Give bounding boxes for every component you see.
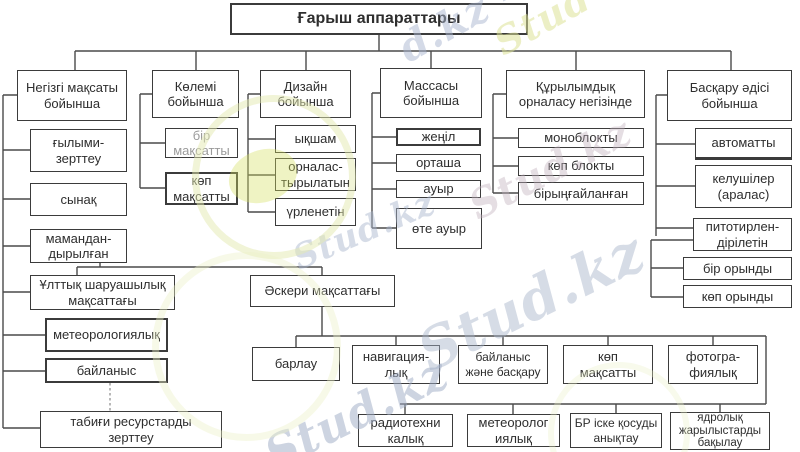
node-test: сынақ [30, 183, 127, 216]
title-box: Ғарыш аппараттары [230, 3, 528, 35]
node-visited: келушілер (аралас) [695, 165, 792, 208]
category-main-purpose: Негізгі мақсаты бойынша [17, 70, 127, 121]
category-mass: Массасы бойынша [380, 68, 482, 118]
node-nuclear-monitoring: ядролық жарылыстарды бақылау [670, 412, 770, 450]
node-single-purpose: бір мақсатты [165, 128, 238, 158]
node-multi-purpose-mil: көп мақсатты [563, 345, 653, 384]
node-photographic: фотогра- фиялық [668, 345, 758, 384]
node-unified: бірыңғайланған [518, 182, 644, 205]
node-radio-tech: радиотехни калық [358, 414, 453, 447]
node-automatic: автоматты [695, 128, 792, 160]
node-specialized: мамандан- дырылған [30, 229, 127, 263]
node-navigation: навигация- лық [352, 345, 440, 384]
node-compact: ықшам [275, 125, 356, 153]
node-recon: барлау [252, 347, 340, 381]
node-inflatable: үрленетін [275, 198, 356, 226]
node-natural-resources: табиғи ресурстарды зерттеу [40, 411, 222, 448]
node-single-seat: бір орынды [683, 257, 792, 280]
category-volume: Көлемі бойынша [152, 70, 239, 118]
node-heavy: ауыр [396, 180, 481, 198]
node-multi-purpose: көп мақсатты [165, 172, 238, 205]
node-multiblock: көп блокты [518, 156, 644, 176]
node-communication: байланыс [45, 358, 168, 383]
category-structure: Құрылымдық орналасу негізінде [506, 70, 645, 118]
node-piloted: питотирлен- дірілетін [693, 218, 792, 251]
node-deployable: орналас- тырылатын [275, 158, 356, 191]
node-comm-control: байланыс және басқару [458, 345, 548, 384]
node-multi-seat: көп орынды [683, 285, 792, 308]
category-design: Дизайн бойынша [260, 70, 351, 118]
node-national-economy: Ұлттық шаруашылық мақсаттағы [30, 275, 175, 310]
node-sci-research: ғылыми- зерттеу [30, 129, 127, 172]
category-control-method: Басқару әдісі бойынша [667, 70, 792, 121]
node-br-launch: БР іске қосуды анықтау [570, 413, 662, 448]
node-military-purpose: Әскери мақсаттағы [250, 275, 395, 307]
node-medium: орташа [396, 154, 481, 172]
node-monoblock: моноблокты [518, 128, 644, 148]
node-light: жеңіл [396, 128, 481, 146]
node-very-heavy: өте ауыр [396, 208, 482, 249]
node-meteorological: метеорологиялық [45, 318, 168, 352]
node-meteorological-mil: метеоролог иялық [467, 414, 560, 447]
